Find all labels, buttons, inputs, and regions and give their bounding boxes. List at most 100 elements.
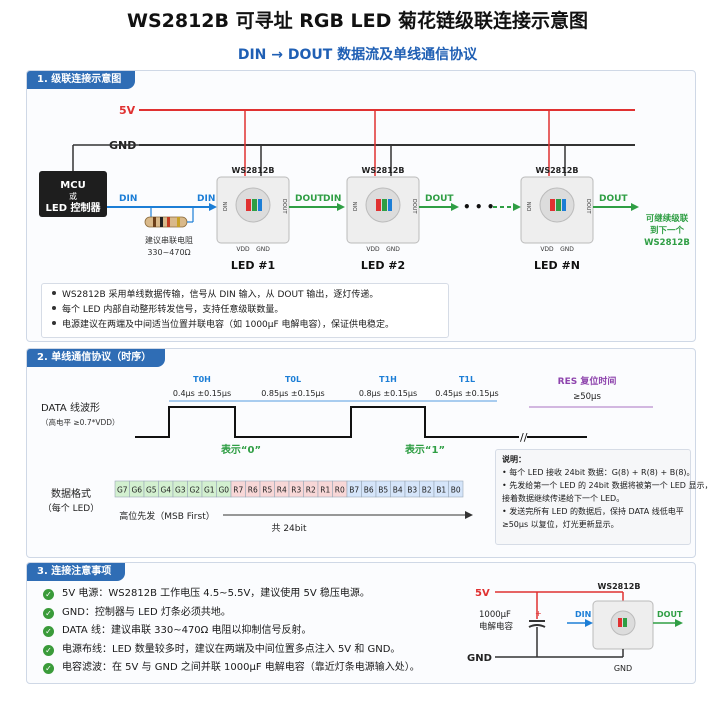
page-subtitle: DIN → DOUT 数据流及单线通信协议 bbox=[237, 47, 478, 63]
check-icon: ✓ bbox=[43, 589, 54, 600]
mcu-box bbox=[39, 171, 107, 217]
led-chip-1: WS2812B DIN DOUT VDD GND LED #1 bbox=[216, 166, 290, 272]
svg-text:GND: GND bbox=[614, 664, 632, 673]
bit-cell bbox=[448, 480, 464, 498]
dout-label-n: DOUT bbox=[599, 194, 628, 204]
svg-text:GND: GND bbox=[256, 246, 270, 253]
led-label-1: LED #1 bbox=[231, 259, 275, 272]
svg-text:≥50μs: ≥50μs bbox=[573, 392, 601, 402]
section-heading: 1. 级联连接示意图 bbox=[27, 71, 136, 89]
svg-text:VDD: VDD bbox=[366, 246, 380, 253]
svg-text:DOUT: DOUT bbox=[585, 199, 591, 214]
svg-text:0.8μs ±0.15μs: 0.8μs ±0.15μs bbox=[359, 389, 417, 398]
check-icon: ✓ bbox=[43, 644, 54, 656]
din-label-3: DIN bbox=[323, 194, 341, 204]
svg-text:DIN: DIN bbox=[575, 610, 591, 619]
resistor-value: 330~470Ω bbox=[147, 248, 190, 257]
bit-label: G6 bbox=[131, 486, 142, 495]
cascade-note: 每个 LED 内部自动整形转发信号，支持任意级联数量。 bbox=[50, 303, 440, 318]
tip-item: ✓电源布线：LED 数量较多时，建议在两端及中间位置多点注入 5V 和 GND。 bbox=[43, 641, 420, 660]
timing-diagram: DATA 线波形 （高电平 ≥0.7*VDD） // T0H 0.4μs ±0.… bbox=[41, 375, 653, 534]
format-sublabel: （每个 LED） bbox=[43, 502, 100, 514]
check-icon: ✓ bbox=[43, 663, 54, 674]
svg-text:DIN: DIN bbox=[223, 202, 229, 211]
continue-label-2: 到下一个 bbox=[650, 225, 685, 236]
svg-text:T1L: T1L bbox=[459, 375, 475, 384]
svg-text:T1H: T1H bbox=[379, 375, 397, 384]
dout-label-1: DOUT bbox=[295, 194, 324, 204]
svg-text:电解电容: 电解电容 bbox=[479, 621, 514, 632]
led-chip-2: WS2812B DIN DOUT VDD GND LED #2 bbox=[346, 166, 420, 272]
wave-label: DATA 线波形 bbox=[41, 401, 100, 414]
svg-text:WS2812B: WS2812B bbox=[232, 166, 275, 175]
dout-label-2: DOUT bbox=[425, 194, 454, 204]
bit-label: G4 bbox=[160, 486, 171, 495]
svg-text:DOUT: DOUT bbox=[411, 199, 417, 214]
bit-label: B7 bbox=[349, 486, 359, 495]
tip-item: ✓GND：控制器与 LED 灯条必须共地。 bbox=[43, 604, 420, 623]
capacitor-plate-curved bbox=[528, 624, 546, 628]
bit-label: G5 bbox=[146, 486, 157, 495]
tips-list: ✓5V 电源：WS2812B 工作电压 4.5~5.5V，建议使用 5V 稳压电… bbox=[43, 585, 420, 678]
svg-text:DOUT: DOUT bbox=[281, 199, 287, 214]
svg-text:GND: GND bbox=[560, 246, 574, 253]
represent-zero: 表示“0” bbox=[220, 443, 261, 456]
tip-item: ✓电容滤波：在 5V 与 GND 之间并联 1000μF 电解电容（靠近灯条电源… bbox=[43, 659, 420, 678]
bit-label: G1 bbox=[204, 486, 215, 495]
svg-text:DOUT: DOUT bbox=[657, 610, 683, 619]
mcu-label-or: 或 bbox=[69, 191, 77, 201]
cascade-note: 电源建议在两端及中间适当位置并联电容（如 1000μF 电解电容），保证供电稳定… bbox=[50, 318, 440, 333]
bit-label: G0 bbox=[218, 486, 229, 495]
section-protocol: 2. 单线通信协议（时序） DATA 线波形 （高电平 ≥0.7*VDD） //… bbox=[26, 348, 712, 558]
mcu-label: MCU bbox=[60, 180, 85, 191]
represent-one: 表示“1” bbox=[404, 443, 445, 456]
led-label-2: LED #2 bbox=[361, 259, 405, 272]
svg-text:T0L: T0L bbox=[285, 375, 301, 384]
resistor-label: 建议串联电阻 bbox=[145, 235, 193, 245]
wave-sublabel: （高电平 ≥0.7*VDD） bbox=[41, 417, 120, 427]
check-icon: ✓ bbox=[43, 626, 54, 637]
power-diagram: 5V 1000μF 电解电容 + GND WS2812B GND DIN DOU… bbox=[467, 582, 683, 673]
tip-item: ✓5V 电源：WS2812B 工作电压 4.5~5.5V，建议使用 5V 稳压电… bbox=[43, 585, 420, 604]
svg-text:GND: GND bbox=[467, 653, 492, 664]
tip-item: ✓DATA 线：建议串联 330~470Ω 电阻以抑制信号反射。 bbox=[43, 622, 420, 641]
section-heading: 3. 连接注意事项 bbox=[27, 563, 126, 581]
svg-text:1000μF: 1000μF bbox=[479, 610, 511, 620]
check-icon: ✓ bbox=[43, 607, 54, 619]
bit-label: B2 bbox=[422, 486, 432, 495]
rail-5v-label: 5V bbox=[119, 104, 136, 117]
bit-label: R1 bbox=[320, 486, 330, 495]
din-label-2: DIN bbox=[197, 194, 215, 204]
bit-label: R7 bbox=[233, 486, 243, 495]
bit-label: G2 bbox=[189, 486, 200, 495]
break-mark: // bbox=[520, 431, 528, 444]
continue-label-3: WS2812B bbox=[644, 238, 690, 248]
cascade-notes: WS2812B 采用单线数据传输，信号从 DIN 输入，从 DOUT 输出，逐灯… bbox=[41, 283, 449, 338]
waveform-zero bbox=[135, 406, 519, 438]
resistor bbox=[144, 216, 188, 228]
section-cascade: 1. 级联连接示意图 5V GND MCU 或 LED 控制器 DIN DIN bbox=[26, 70, 696, 342]
din-label: DIN bbox=[119, 194, 137, 204]
led-label-n: LED #N bbox=[534, 259, 580, 272]
svg-text:GND: GND bbox=[386, 246, 400, 253]
bit-label: G3 bbox=[175, 486, 186, 495]
bit-label: B3 bbox=[407, 486, 417, 495]
section-notes: 3. 连接注意事项 ✓5V 电源：WS2812B 工作电压 4.5~5.5V，建… bbox=[26, 562, 696, 684]
bit-label: R2 bbox=[306, 486, 316, 495]
bit-label: R4 bbox=[277, 486, 287, 495]
svg-text:WS2812B: WS2812B bbox=[536, 166, 579, 175]
bit-label: R3 bbox=[291, 486, 301, 495]
svg-text:WS2812B: WS2812B bbox=[362, 166, 405, 175]
bit-label: R0 bbox=[335, 486, 345, 495]
cascade-note: WS2812B 采用单线数据传输，信号从 DIN 输入，从 DOUT 输出，逐灯… bbox=[50, 288, 440, 303]
svg-text:VDD: VDD bbox=[236, 246, 250, 253]
svg-text:DIN: DIN bbox=[353, 202, 359, 211]
format-label: 数据格式 bbox=[51, 487, 91, 500]
section-heading: 2. 单线通信协议（时序） bbox=[27, 349, 166, 367]
msb-label: 高位先发（MSB First） bbox=[119, 510, 214, 522]
svg-text:T0H: T0H bbox=[193, 375, 211, 384]
bit-label: B0 bbox=[451, 486, 461, 495]
svg-text:0.4μs ±0.15μs: 0.4μs ±0.15μs bbox=[173, 389, 231, 398]
mcu-label-controller: LED 控制器 bbox=[46, 201, 102, 214]
